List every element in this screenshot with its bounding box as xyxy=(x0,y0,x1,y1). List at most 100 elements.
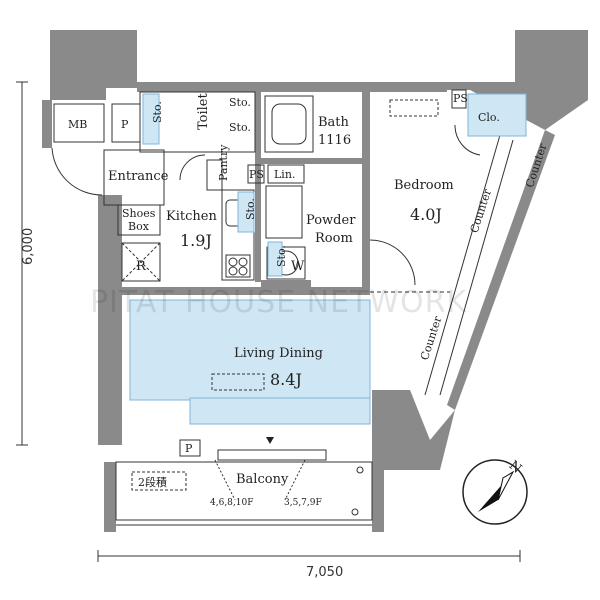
label-lin: Lin. xyxy=(274,168,295,181)
bed-counter-line-1 xyxy=(424,134,501,396)
label-bedroom: Bedroom xyxy=(394,178,454,193)
compass: N xyxy=(462,458,528,525)
labels: MB P Sto. Toilet Sto. Sto. Bath 1116 PS … xyxy=(68,92,550,508)
kitchen-counter xyxy=(221,189,255,281)
compass-ring xyxy=(462,459,528,525)
label-bath-size: 1116 xyxy=(318,133,351,148)
walls xyxy=(42,30,588,532)
drain xyxy=(356,466,364,474)
burner-1 xyxy=(228,257,238,267)
wall-top-band xyxy=(137,82,447,92)
watermark: PITAT HOUSE NETWORK xyxy=(90,285,467,320)
label-sto-4: Sto. xyxy=(244,198,257,220)
steps-box xyxy=(131,471,187,491)
toilet-zone xyxy=(139,91,256,153)
dim-height-text: 6,000 xyxy=(21,228,36,265)
ps-box-center xyxy=(247,164,265,184)
p-box-bottom xyxy=(179,439,201,457)
label-p-bottom: P xyxy=(185,442,193,455)
wall-balcony-right xyxy=(372,462,384,532)
lin-box xyxy=(267,164,305,184)
burner-3 xyxy=(228,266,238,276)
label-box: Box xyxy=(128,220,150,233)
window-strip xyxy=(217,449,327,461)
label-w: W xyxy=(291,259,305,274)
dimension-height: 6,000 xyxy=(16,81,36,446)
bathtub xyxy=(264,95,314,153)
drain-2 xyxy=(351,508,359,516)
bedroom-door-swing xyxy=(369,239,416,286)
label-counter-1: Counter xyxy=(468,187,495,235)
wall-bottom-left xyxy=(98,400,122,445)
sto-blue-kitchen xyxy=(237,191,255,233)
label-pantry: Pantry xyxy=(217,144,230,181)
label-ps-top-right: PS xyxy=(453,92,468,105)
stove xyxy=(225,254,251,278)
blue-areas xyxy=(129,93,527,425)
label-counter-2: Counter xyxy=(523,141,550,189)
wall-right-diagonal xyxy=(447,130,555,410)
label-entrance: Entrance xyxy=(108,169,169,184)
label-shoes: Shoes xyxy=(122,207,156,220)
label-kitchen-size: 1.9J xyxy=(180,231,212,250)
label-floors-1: 4,6,8,10F xyxy=(210,498,253,508)
label-r: R xyxy=(136,259,147,274)
label-sto-5: Sto. xyxy=(275,245,288,267)
burner-2 xyxy=(238,257,248,267)
ps-box-top-right xyxy=(451,89,467,109)
label-room: Room xyxy=(315,231,353,246)
label-floors-2: 3,5,7,9F xyxy=(284,498,322,508)
r-box-x2 xyxy=(121,242,161,282)
dim-width-text: 7,050 xyxy=(306,565,343,580)
pantry-box xyxy=(206,159,223,191)
label-sto-2: Sto. xyxy=(229,96,251,109)
wall-left-upper xyxy=(42,100,52,148)
bed-counter-line-2 xyxy=(439,139,514,396)
living-floor-ext xyxy=(189,397,371,425)
shoes-box xyxy=(117,204,161,236)
clo-door-swing xyxy=(454,124,481,156)
label-balcony: Balcony xyxy=(236,472,289,487)
bathtub-inner xyxy=(271,103,307,145)
toilet-door-swing xyxy=(179,154,206,181)
label-steps: 2段積 xyxy=(138,475,167,489)
label-p-top: P xyxy=(121,118,129,131)
ldk-ac-marker xyxy=(211,373,265,391)
entry-arrow xyxy=(266,437,274,444)
label-living: Living Dining xyxy=(234,346,323,361)
label-bedroom-size: 4.0J xyxy=(410,205,442,224)
wall-top-right-column xyxy=(447,30,588,130)
sto-blue-powder xyxy=(267,241,283,277)
clo-blue xyxy=(467,93,527,137)
label-living-size: 8.4J xyxy=(270,370,302,389)
label-counter-3: Counter xyxy=(418,314,445,362)
wall-bed-left xyxy=(362,92,370,292)
label-mb: MB xyxy=(68,118,87,131)
wall-ldk-top xyxy=(122,287,370,295)
label-clo: Clo. xyxy=(478,111,500,124)
label-kitchen: Kitchen xyxy=(166,209,217,224)
sto-blue-1 xyxy=(142,93,160,145)
wall-bath-mid xyxy=(255,92,261,282)
label-powder: Powder xyxy=(306,213,356,228)
wall-top-left-column xyxy=(50,30,137,100)
sash-right xyxy=(284,459,306,501)
washer-box xyxy=(266,246,306,280)
sash-left xyxy=(214,459,236,501)
wall-balcony-left xyxy=(104,462,116,532)
wall-bath-bottom xyxy=(261,158,362,164)
burner-4 xyxy=(238,266,248,276)
label-bath: Bath xyxy=(318,115,350,130)
dimension-width: 7,050 xyxy=(97,550,521,580)
living-floor xyxy=(129,299,371,401)
label-sto-3: Sto. xyxy=(229,121,251,134)
compass-arrow-half xyxy=(497,470,515,501)
r-box xyxy=(121,242,161,282)
bed-ac-marker xyxy=(389,99,439,117)
entrance-door-swing xyxy=(51,147,103,196)
label-toilet: Toilet xyxy=(196,93,211,130)
label-ps-center: PS xyxy=(249,168,264,181)
wall-powder-bottom xyxy=(261,280,311,288)
balcony-outline xyxy=(115,461,373,521)
